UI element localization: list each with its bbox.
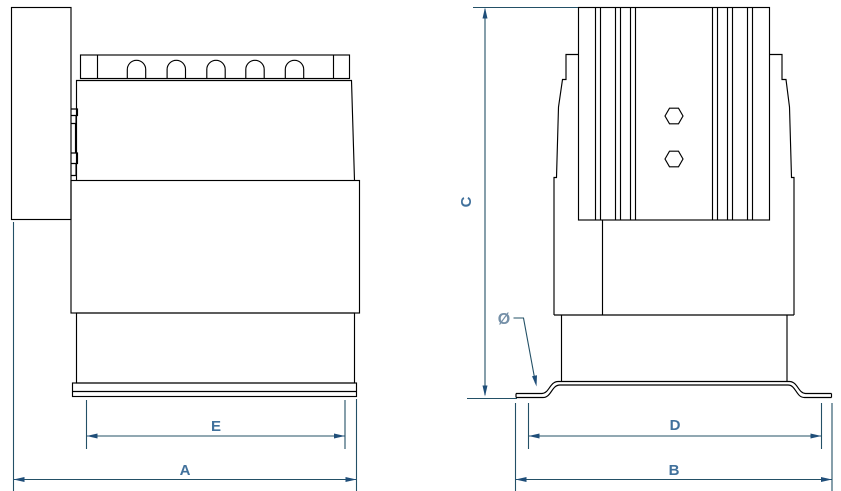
hex-bolt-lower <box>664 150 684 168</box>
arrow-d-left <box>528 433 540 439</box>
side-lower-body <box>75 312 356 384</box>
core-outline <box>577 6 771 221</box>
dimensions: E A C Ø D B <box>12 6 833 491</box>
dimension-label-c: C <box>458 196 475 207</box>
terminal-cap-dividers <box>96 55 335 79</box>
hex-bolt-upper <box>664 107 684 125</box>
coil-limb-right <box>769 53 795 315</box>
flange-end-caps <box>515 393 833 398</box>
core-lamination-lines <box>594 7 754 220</box>
front-lower-body <box>560 315 788 382</box>
side-view <box>10 6 361 398</box>
terminal-bumps <box>126 59 305 79</box>
dimension-label-d: D <box>670 417 681 434</box>
dimension-label-b: B <box>669 462 680 479</box>
diameter-leader-line <box>513 317 537 384</box>
dimension-line-d <box>527 403 823 449</box>
dimension-label-a: A <box>180 462 191 479</box>
side-terminal-cap <box>79 54 351 80</box>
dimension-line-a <box>12 222 358 491</box>
arrow-c-bottom <box>482 385 488 397</box>
arrow-b-right <box>821 477 832 482</box>
arrow-a-right <box>345 477 357 482</box>
flange-top-line <box>516 380 832 395</box>
side-bracket-outline <box>10 6 72 221</box>
dimension-line-c <box>467 6 578 400</box>
arrow-c-top <box>482 7 488 19</box>
flange-bottom-line <box>516 384 832 399</box>
dimension-line-b <box>514 403 833 491</box>
arrow-d-right <box>810 433 822 439</box>
coil-limb-left <box>553 53 579 315</box>
dimension-label-e: E <box>211 418 221 435</box>
side-coil-body <box>75 79 356 181</box>
arrow-e-right <box>334 433 345 439</box>
front-view <box>515 6 833 399</box>
arrow-b-left <box>515 477 527 482</box>
side-base-plate <box>71 382 358 398</box>
side-mid-body <box>70 179 361 314</box>
arrow-e-left <box>86 433 98 439</box>
dimension-line-e <box>85 400 346 449</box>
diameter-leader-arrow <box>532 375 537 387</box>
side-tabs <box>71 108 79 177</box>
arrow-a-left <box>13 477 25 482</box>
diameter-symbol: Ø <box>498 311 510 328</box>
front-body-lines <box>554 220 794 316</box>
